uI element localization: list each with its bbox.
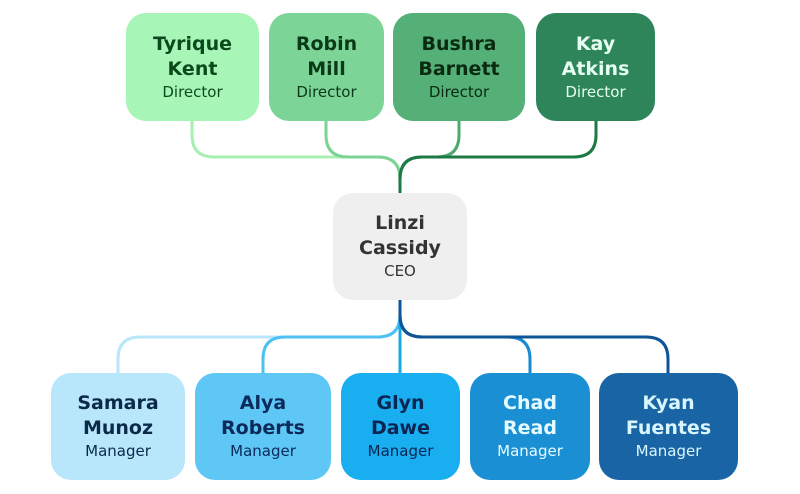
person-first-name: Linzi (375, 212, 425, 234)
person-last-name: Read (503, 417, 557, 439)
person-first-name: Alya (239, 392, 287, 414)
person-last-name: Fuentes (625, 417, 712, 439)
person-last-name: Roberts (221, 417, 305, 439)
person-last-name: Kent (167, 57, 218, 80)
person-first-name: Kyan (642, 392, 695, 414)
person-role: Manager (230, 442, 296, 460)
person-first-name: Bushra (421, 32, 497, 55)
person-role: Director (428, 82, 490, 101)
person-first-name: Tyrique (153, 32, 232, 55)
person-role: Manager (635, 442, 702, 460)
person-first-name: Kay (575, 32, 616, 55)
person-role: Manager (497, 442, 563, 460)
manager-connector (261, 300, 402, 373)
person-role: Manager (85, 442, 151, 460)
person-role: Director (296, 82, 357, 101)
person-first-name: Robin (295, 32, 358, 55)
person-last-name: Cassidy (359, 237, 441, 259)
person-first-name: Glyn (376, 392, 425, 414)
person-role: Director (565, 82, 626, 101)
person-last-name: Mill (307, 57, 346, 80)
person-role: Director (162, 82, 223, 101)
manager-connector (398, 300, 670, 373)
person-last-name: Barnett (418, 57, 500, 80)
person-last-name: Dawe (370, 417, 431, 439)
person-first-name: Chad (503, 392, 557, 414)
person-last-name: Munoz (82, 417, 154, 439)
person-first-name: Samara (77, 392, 159, 414)
person-role: Manager (367, 442, 434, 460)
person-role: CEO (384, 262, 416, 280)
director-connector (324, 121, 402, 193)
director-connector (398, 121, 598, 193)
person-last-name: Atkins (561, 57, 630, 80)
